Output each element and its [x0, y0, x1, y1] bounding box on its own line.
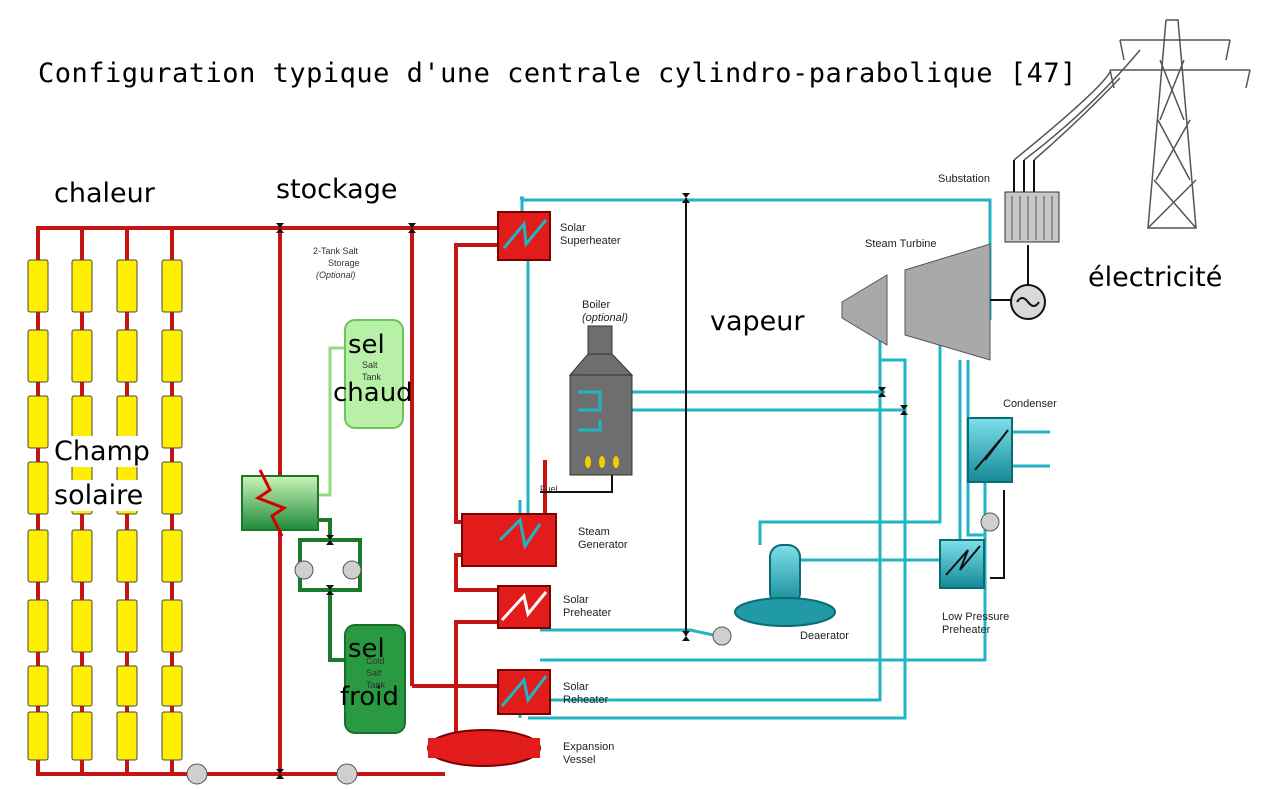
solar-collector — [116, 665, 138, 707]
solar-collector — [71, 329, 93, 383]
solar-collector — [27, 461, 49, 515]
solar-collector — [27, 599, 49, 653]
label-chaleur: chaleur — [54, 178, 155, 209]
solar-collector — [161, 711, 183, 761]
label-sel-froid-2: froid — [340, 682, 399, 712]
solar-collector — [116, 599, 138, 653]
label-preheater-1: Solar — [563, 594, 589, 606]
solar-collector — [27, 329, 49, 383]
solar-collector — [27, 711, 49, 761]
label-boiler-2: (optional) — [582, 312, 628, 324]
solar-collector — [71, 599, 93, 653]
label-sel-chaud-1: sel — [348, 330, 385, 360]
solar-collector — [27, 665, 49, 707]
solar-collector — [161, 259, 183, 313]
label-storage-3: (Optional) — [316, 270, 356, 280]
label-condenser: Condenser — [1003, 398, 1057, 410]
solar-collector — [161, 329, 183, 383]
label-steam-turbine: Steam Turbine — [865, 238, 937, 250]
label-expansion-2: Vessel — [563, 754, 596, 766]
cold-salt-tank — [344, 624, 406, 734]
label-fuel: Fuel — [540, 484, 558, 494]
solar-collector — [71, 529, 93, 583]
label-superheater-1: Solar — [560, 222, 586, 234]
label-sel-chaud-2: chaud — [333, 378, 413, 408]
solar-collector — [71, 259, 93, 313]
solar-collector — [161, 665, 183, 707]
label-deaerator: Deaerator — [800, 630, 849, 642]
solar-collector — [116, 259, 138, 313]
solar-collector — [27, 259, 49, 313]
solar-collector — [116, 529, 138, 583]
label-reheater-2: Reheater — [563, 694, 609, 706]
solar-collector — [161, 461, 183, 515]
solar-collector — [161, 395, 183, 449]
solar-collector — [116, 711, 138, 761]
label-storage-1: 2-Tank Salt — [313, 246, 359, 256]
label-lp-preheater-1: Low Pressure — [942, 611, 1010, 623]
deaerator — [734, 597, 836, 627]
solar-collector — [27, 529, 49, 583]
solar-preheater — [497, 585, 551, 629]
label-steam-gen-2: Generator — [578, 539, 628, 551]
label-sel-froid-1: sel — [348, 634, 385, 664]
hot-salt-tank — [344, 319, 404, 429]
solar-collector — [116, 329, 138, 383]
label-substation: Substation — [938, 173, 990, 185]
solar-collector — [71, 711, 93, 761]
pumps-valves — [186, 193, 908, 785]
label-cold-tank-3: Tank — [366, 680, 386, 690]
label-vapeur: vapeur — [710, 306, 805, 337]
solar-reheater — [497, 669, 551, 715]
solar-collector — [161, 529, 183, 583]
label-expansion-1: Expansion — [563, 741, 615, 753]
label-electricite: électricité — [1088, 262, 1223, 293]
solar-field — [27, 226, 285, 776]
label-stockage: stockage — [276, 174, 398, 205]
condenser-group — [712, 417, 1013, 646]
substation — [1004, 191, 1060, 243]
solar-collector — [27, 395, 49, 449]
solar-collector — [71, 665, 93, 707]
label-hot-tank-1: Salt — [362, 360, 378, 370]
label-boiler-1: Boiler — [582, 299, 611, 311]
diagram-title: Configuration typique d'une centrale cyl… — [38, 58, 1077, 89]
heat-exchangers — [427, 211, 557, 767]
solar-collector — [161, 599, 183, 653]
label-solaire: solaire — [50, 480, 148, 511]
label-steam-gen-1: Steam — [578, 526, 610, 538]
label-reheater-1: Solar — [563, 681, 589, 693]
steam-generator — [461, 513, 557, 567]
black-lines — [540, 160, 1035, 636]
label-superheater-2: Superheater — [560, 235, 621, 247]
transmission-tower — [1013, 19, 1251, 229]
condenser — [967, 417, 1013, 483]
salt-heat-exchanger — [241, 475, 319, 531]
label-lp-preheater-2: Preheater — [942, 624, 991, 636]
storage-system — [241, 319, 406, 734]
boiler — [568, 325, 634, 476]
label-hot-tank-2: Tank — [362, 372, 382, 382]
label-cold-tank-1: Cold — [366, 656, 385, 666]
label-champ: Champ — [50, 436, 154, 467]
label-cold-tank-2: Salt — [366, 668, 382, 678]
label-storage-2: Storage — [328, 258, 360, 268]
label-preheater-2: Preheater — [563, 607, 612, 619]
steam-turbine — [841, 243, 1046, 361]
